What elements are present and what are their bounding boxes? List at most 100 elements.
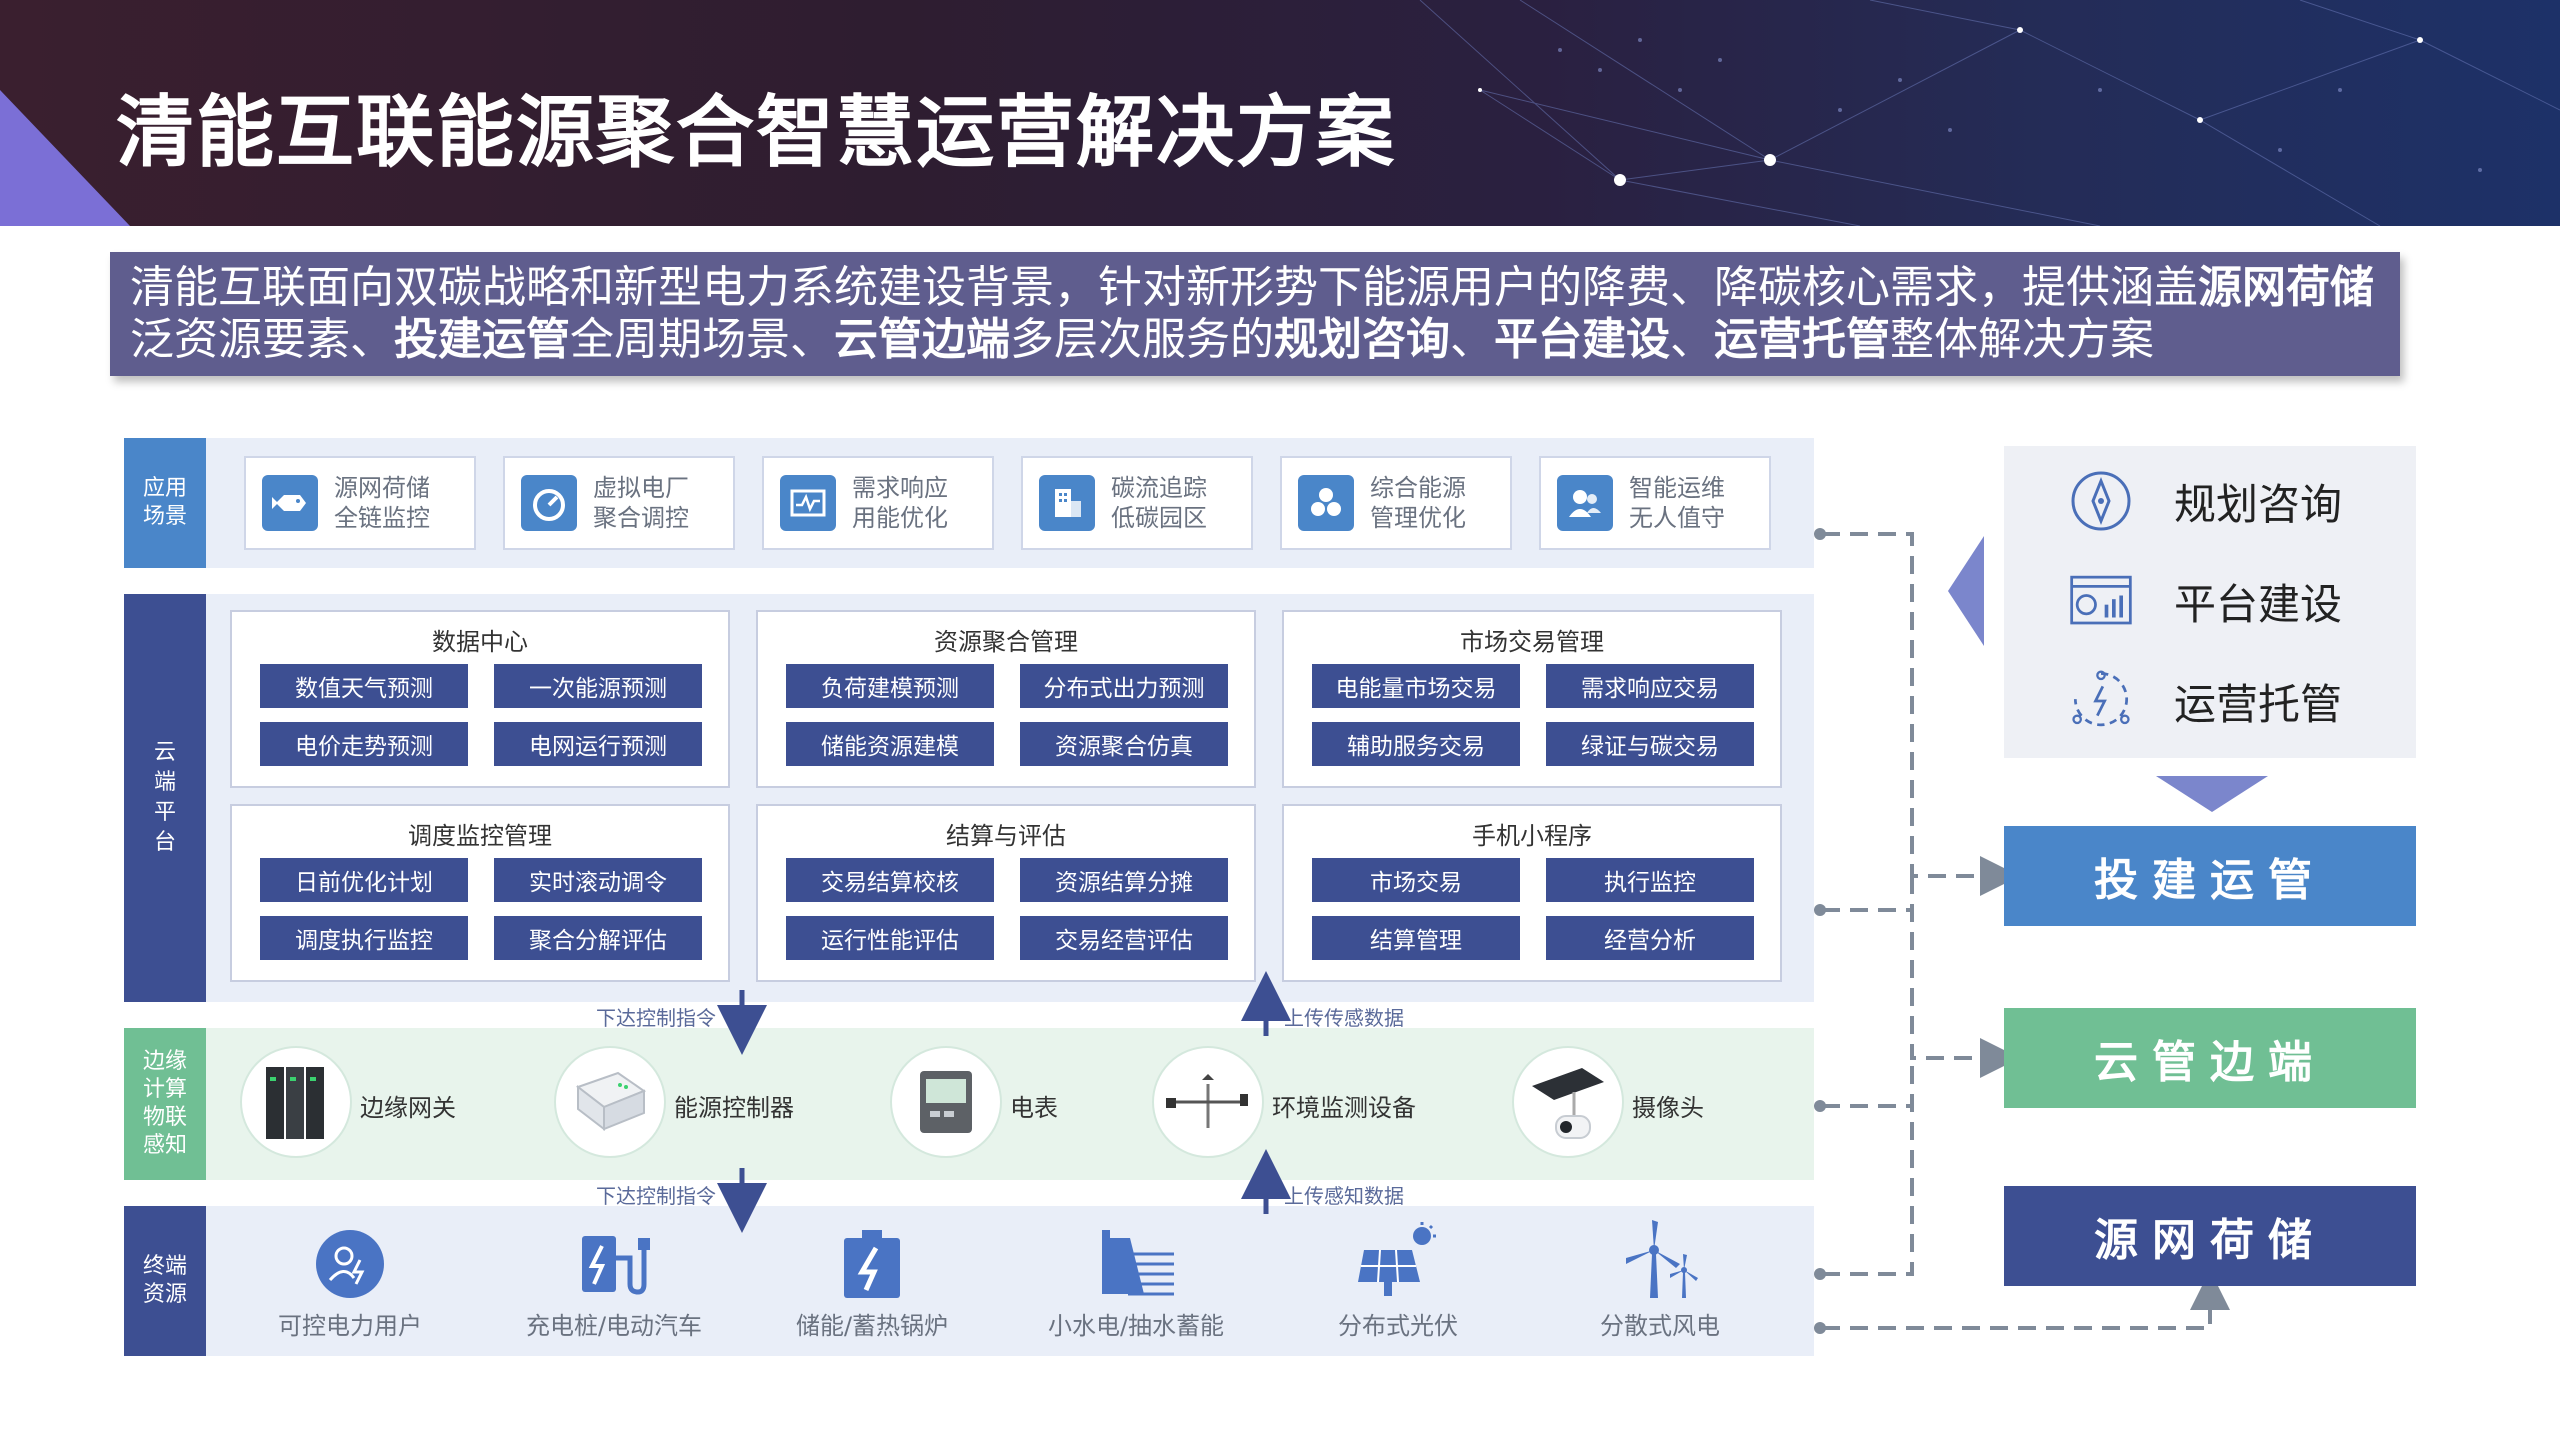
function-pill[interactable]: 聚合分解评估 [494, 916, 702, 960]
building-icon [1039, 475, 1095, 531]
cluster-icon [1298, 475, 1354, 531]
terminal-label: 储能/蓄热锅炉 [795, 1312, 949, 1340]
function-pill[interactable]: 绿证与碳交易 [1546, 722, 1754, 766]
terminal-label: 可控电力用户 [278, 1312, 422, 1340]
user-power-icon [316, 1230, 384, 1298]
function-pill[interactable]: 分布式出力预测 [1020, 664, 1228, 708]
device-label: 边缘网关 [360, 1094, 456, 1122]
intro-text: 清能互联面向双碳战略和新型电力系统建设背景，针对新形势下能源用户的降费、降碳核心… [130, 262, 2198, 313]
intro-bold: 运营托管 [1714, 314, 1890, 365]
panel-title: 资源聚合管理 [934, 628, 1078, 656]
function-pill[interactable]: 市场交易 [1312, 858, 1520, 902]
function-pill[interactable]: 一次能源预测 [494, 664, 702, 708]
function-pill[interactable]: 资源结算分摊 [1020, 858, 1228, 902]
service-item[interactable]: 平台建设 [2004, 566, 2416, 636]
app-line2: 管理优化 [1370, 504, 1466, 532]
flow-label: 下达控制指令 [596, 1006, 716, 1030]
function-pill[interactable]: 电网运行预测 [494, 722, 702, 766]
terminal-label: 分布式光伏 [1338, 1312, 1458, 1340]
platform-panel: 手机小程序 市场交易 执行监控 结算管理 经营分析 [1282, 804, 1782, 982]
gauge-icon [521, 475, 577, 531]
intro-bold: 源网荷储 [2198, 262, 2374, 313]
connector-line [1822, 1270, 2230, 1330]
weather-station-icon [1166, 1074, 1248, 1128]
intro-box: 清能互联面向双碳战略和新型电力系统建设背景，针对新形势下能源用户的降费、降碳核心… [110, 252, 2400, 376]
fish-icon [262, 475, 318, 531]
app-line1: 源网荷储 [334, 474, 430, 502]
pointer-triangle [1948, 536, 1984, 646]
flow-label: 上传感知数据 [1284, 1184, 1404, 1208]
device-circle [1512, 1046, 1624, 1158]
app-card[interactable]: 碳流追踪低碳园区 [1021, 456, 1253, 550]
app-card[interactable]: 智能运维无人值守 [1539, 456, 1771, 550]
function-pill[interactable]: 电价走势预测 [260, 722, 468, 766]
cloud-layer-label: 云端平台 [124, 594, 206, 1002]
function-pill[interactable]: 储能资源建模 [786, 722, 994, 766]
compass-icon [2068, 468, 2134, 534]
intro-text: 泛资源要素、 [130, 314, 394, 365]
function-pill[interactable]: 经营分析 [1546, 916, 1754, 960]
device-circle [890, 1046, 1002, 1158]
function-pill[interactable]: 交易结算校核 [786, 858, 994, 902]
intro-bold: 云管边端 [834, 314, 1010, 365]
connector-line [1822, 1058, 1914, 1276]
dashboard-icon [2068, 568, 2134, 634]
header-banner: 清能互联能源聚合智慧运营解决方案 [0, 0, 2560, 226]
device-label: 摄像头 [1632, 1094, 1704, 1122]
page-title: 清能互联能源聚合智慧运营解决方案 [116, 88, 1397, 178]
function-pill[interactable]: 运行性能评估 [786, 916, 994, 960]
function-pill[interactable]: 辅助服务交易 [1312, 722, 1520, 766]
app-layer-text: 应用场景 [142, 476, 187, 529]
service-item[interactable]: 规划咨询 [2004, 466, 2416, 536]
app-card[interactable]: 综合能源管理优化 [1280, 456, 1512, 550]
device-label: 环境监测设备 [1272, 1094, 1416, 1122]
hand-lightning-icon [2068, 668, 2134, 734]
monitor-wave-icon [780, 475, 836, 531]
terminal-label: 分散式风电 [1600, 1312, 1720, 1340]
panel-title: 调度监控管理 [408, 822, 552, 850]
function-pill[interactable]: 执行监控 [1546, 858, 1754, 902]
platform-panel: 数据中心 数值天气预测 一次能源预测 电价走势预测 电网运行预测 [230, 610, 730, 788]
function-pill[interactable]: 电能量市场交易 [1312, 664, 1520, 708]
function-pill[interactable]: 需求响应交易 [1546, 664, 1754, 708]
function-pill[interactable]: 交易经营评估 [1020, 916, 1228, 960]
device-label: 能源控制器 [674, 1094, 794, 1122]
service-box: 规划咨询 平台建设 运营托管 [2004, 446, 2416, 758]
intro-text: 、 [1450, 314, 1494, 365]
panel-title: 结算与评估 [946, 822, 1066, 850]
function-pill[interactable]: 实时滚动调令 [494, 858, 702, 902]
app-card[interactable]: 虚拟电厂聚合调控 [503, 456, 735, 550]
flow-label: 上传传感数据 [1284, 1006, 1404, 1030]
intro-text: 、 [1670, 314, 1714, 365]
app-card[interactable]: 需求响应用能优化 [762, 456, 994, 550]
terminal-layer-label: 终端资源 [124, 1206, 206, 1356]
function-pill[interactable]: 数值天气预测 [260, 664, 468, 708]
function-pill[interactable]: 日前优化计划 [260, 858, 468, 902]
cloud-edge-button[interactable]: 云管边端 [2004, 1008, 2416, 1108]
controller-icon [575, 1071, 647, 1132]
function-pill[interactable]: 资源聚合仿真 [1020, 722, 1228, 766]
platform-panel: 市场交易管理 电能量市场交易 需求响应交易 辅助服务交易 绿证与碳交易 [1282, 610, 1782, 788]
lifecycle-button[interactable]: 投建运管 [2004, 826, 2416, 926]
app-card[interactable]: 源网荷储全链监控 [244, 456, 476, 550]
people-icon [1557, 475, 1613, 531]
edge-layer-text: 边缘计算物联感知 [142, 1049, 187, 1158]
function-pill[interactable]: 调度执行监控 [260, 916, 468, 960]
function-pill[interactable]: 负荷建模预测 [786, 664, 994, 708]
function-pill[interactable]: 结算管理 [1312, 916, 1520, 960]
network-decoration [1419, 0, 2560, 226]
service-item[interactable]: 运营托管 [2004, 666, 2416, 736]
app-line1: 需求响应 [852, 474, 948, 502]
battery-icon [844, 1230, 900, 1298]
device-circle [1152, 1046, 1264, 1158]
source-grid-button[interactable]: 源网荷储 [2004, 1186, 2416, 1286]
intro-text: 全周期场景、 [570, 314, 834, 365]
platform-panel: 结算与评估 交易结算校核 资源结算分摊 运行性能评估 交易经营评估 [756, 804, 1256, 982]
panel-title: 市场交易管理 [1460, 628, 1604, 656]
service-label: 规划咨询 [2174, 479, 2343, 529]
connector-line [1910, 876, 2020, 1078]
dam-icon [1102, 1230, 1174, 1296]
gateway-icon [266, 1067, 324, 1139]
